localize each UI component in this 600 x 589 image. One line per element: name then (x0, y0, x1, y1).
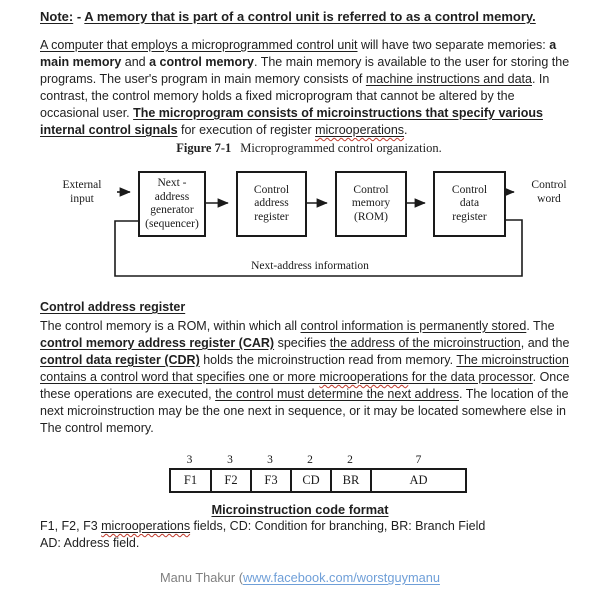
box-next-address-generator: Next - address generator (sequencer) (138, 171, 206, 237)
box-control-memory-rom: Control memory (ROM) (335, 171, 407, 237)
section-paragraph: The control memory is a ROM, within whic… (40, 319, 570, 435)
bit-width-row: 3 3 3 2 2 7 (169, 452, 467, 467)
field-cell: F3 (250, 470, 290, 491)
bit-width-value: 2 (307, 453, 313, 466)
box-control-data-register: Control data register (433, 171, 506, 237)
bit-width-value: 3 (267, 453, 273, 466)
bit-width-value: 7 (415, 453, 422, 466)
facebook-link[interactable]: www.facebook.com/worstguymanu (242, 570, 440, 585)
box-control-address-register: Control address register (236, 171, 307, 237)
field-cell: CD (290, 470, 330, 491)
block-diagram: External input Next - address generator … (0, 160, 600, 292)
intro-paragraph: A computer that employs a microprogramme… (40, 38, 570, 137)
diagram-arrows (114, 187, 523, 277)
next-address-information-label: Next-address information (251, 260, 369, 272)
external-input-label: External input (62, 179, 102, 205)
field-cell: AD (370, 470, 465, 491)
control-word-label: Control word (531, 179, 567, 205)
bit-width-value: 3 (227, 453, 233, 466)
note-line: Note: - A memory that is part of a contr… (40, 9, 536, 24)
fields-legend: F1, F2, F3 microoperations fields, CD: C… (40, 519, 486, 550)
bit-width-value: 2 (347, 453, 353, 466)
field-cell: BR (330, 470, 370, 491)
footer-author: Manu Thakur ( (160, 570, 243, 585)
section-heading: Control address register (40, 300, 186, 314)
field-cell: F1 (183, 473, 198, 487)
footer: Manu Thakur (www.facebook.com/worstguyma… (0, 570, 600, 585)
table-caption: Microinstruction code format (211, 502, 389, 517)
bit-width-value: 3 (186, 453, 193, 466)
field-cell: F2 (210, 470, 250, 491)
